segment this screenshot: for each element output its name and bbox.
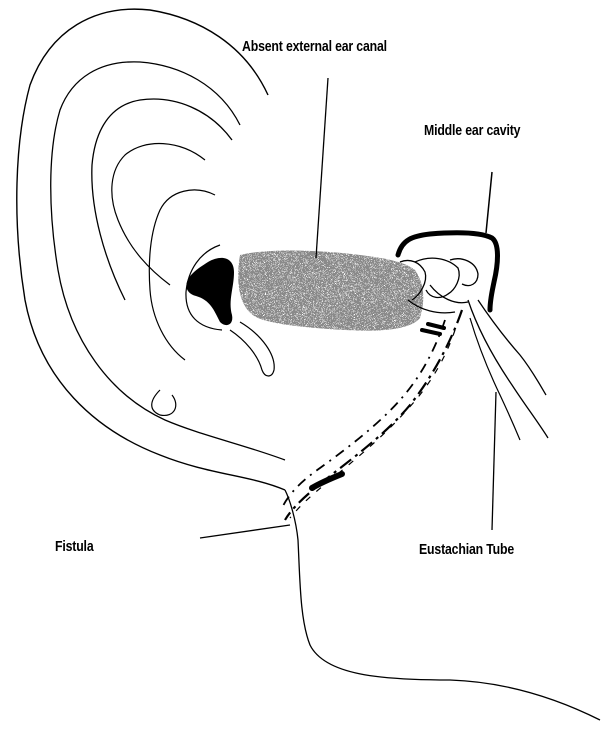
fistula-dark-mark xyxy=(312,474,342,488)
neck-outline xyxy=(285,490,600,720)
antitragus-curve xyxy=(152,390,176,415)
leader-absent-canal xyxy=(316,78,328,258)
tube-origin-marks xyxy=(422,324,444,334)
label-eustachian-tube: Eustachian Tube xyxy=(419,541,514,558)
eustachian-tube-branch xyxy=(468,300,548,438)
label-absent-external-ear-canal: Absent external ear canal xyxy=(242,38,387,55)
fistula-tract-inner xyxy=(282,320,445,508)
tragus-curve xyxy=(230,322,274,376)
label-fistula: Fistula xyxy=(55,538,94,555)
absent-canal-region xyxy=(238,250,423,330)
outer-ear-outline xyxy=(17,9,285,490)
leader-eustachian xyxy=(492,392,496,530)
leader-fistula xyxy=(200,525,290,538)
leader-middle-ear xyxy=(486,172,492,233)
label-middle-ear-cavity: Middle ear cavity xyxy=(424,122,520,139)
